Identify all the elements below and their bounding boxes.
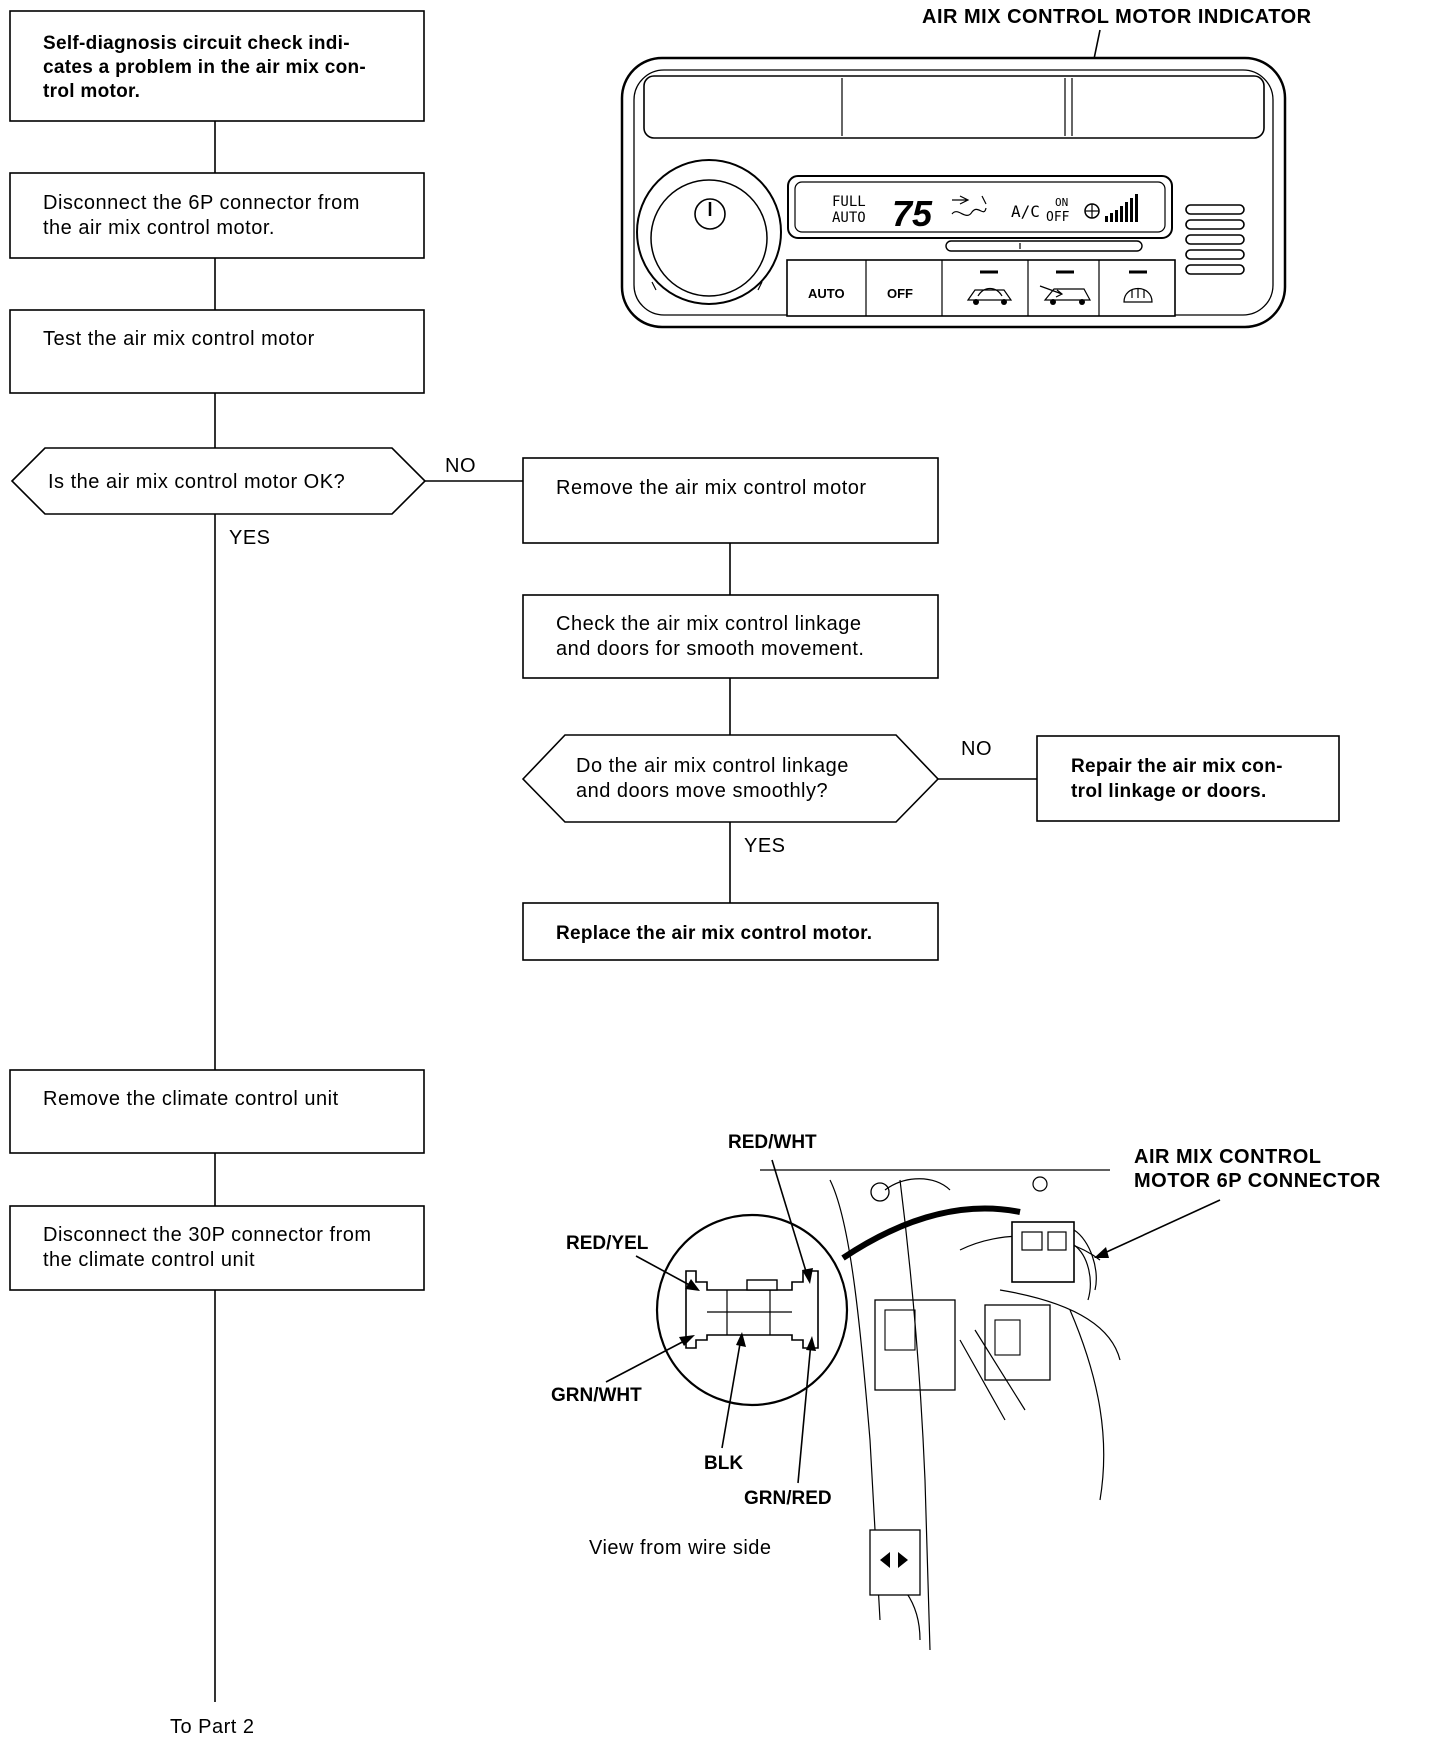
step-repair-linkage-box: Repair the air mix con- trol linkage or …	[1036, 735, 1340, 822]
label-no-1: NO	[445, 455, 476, 477]
connector-view-illustration: AIR MIX CONTROL MOTOR 6P CONNECTOR RED/W…	[551, 1132, 1381, 1651]
step-remove-motor-text: Remove the air mix control motor	[556, 477, 867, 499]
fan-icon	[1084, 203, 1100, 219]
decision-motor-ok-text: Is the air mix control motor OK?	[48, 471, 345, 493]
step-problem-line-1: Self-diagnosis circuit check indi-	[43, 33, 350, 54]
connector-view-caption: View from wire side	[589, 1537, 772, 1559]
panel-button-row: AUTO OFF	[786, 259, 1176, 317]
lcd-full: FULL	[832, 194, 866, 210]
defrost-icon	[1123, 270, 1153, 303]
step-problem-line-3: trol motor.	[43, 81, 140, 102]
flowchart-lines	[214, 121, 1037, 1702]
vent-louvers	[1185, 204, 1245, 275]
decision-linkage-line-2: and doors move smoothly?	[576, 780, 828, 802]
lcd-on: ON	[1055, 196, 1068, 209]
step-disconnect-6p-line-1: Disconnect the 6P connector from	[43, 192, 360, 214]
fresh-air-icon	[1039, 270, 1092, 305]
connector-callout-line-1: AIR MIX CONTROL	[1134, 1146, 1322, 1168]
decision-linkage: Do the air mix control linkage and doors…	[521, 734, 940, 823]
pin-label-grn-red: GRN/RED	[744, 1488, 832, 1509]
step-problem-box: Self-diagnosis circuit check indi- cates…	[9, 10, 425, 122]
connector-face-callout	[655, 1213, 849, 1407]
control-panel-illustration: AIR MIX CONTROL MOTOR INDICATOR FULL AUT…	[620, 6, 1312, 329]
label-no-2: NO	[961, 738, 992, 760]
step-disconnect-30p-line-2: the climate control unit	[43, 1249, 255, 1271]
mount-bracket	[869, 1529, 921, 1596]
recirculate-icon	[966, 270, 1013, 305]
label-yes-1: YES	[229, 527, 271, 549]
step-disconnect-30p-box: Disconnect the 30P connector from the cl…	[9, 1205, 425, 1291]
step-repair-linkage-line-1: Repair the air mix con-	[1071, 756, 1283, 777]
dashboard-area-drawing	[760, 1169, 1121, 1651]
to-part-label: To Part 2	[170, 1716, 255, 1738]
lcd-off: OFF	[1046, 210, 1070, 225]
step-check-linkage-line-2: and doors for smooth movement.	[556, 638, 864, 660]
decision-linkage-line-1: Do the air mix control linkage	[576, 755, 849, 777]
lcd-display: FULL AUTO 75 A/C ON OFF	[787, 175, 1173, 239]
lcd-auto: AUTO	[832, 210, 866, 226]
step-disconnect-6p-line-2: the air mix control motor.	[43, 217, 275, 239]
label-yes-2: YES	[744, 835, 786, 857]
step-disconnect-30p-line-1: Disconnect the 30P connector from	[43, 1224, 372, 1246]
control-panel-callout: AIR MIX CONTROL MOTOR INDICATOR	[922, 6, 1312, 28]
pin-label-red-wht: RED/WHT	[728, 1132, 817, 1153]
step-replace-motor-text: Replace the air mix control motor.	[556, 923, 872, 944]
step-repair-linkage-line-2: trol linkage or doors.	[1071, 781, 1267, 802]
vent-mode-icon	[951, 195, 987, 216]
lcd-ac: A/C	[1011, 202, 1040, 221]
step-problem-line-2: cates a problem in the air mix con-	[43, 57, 366, 78]
step-test-motor-text: Test the air mix control motor	[43, 328, 315, 350]
pin-label-blk: BLK	[704, 1453, 743, 1474]
fan-speed-bars	[1105, 194, 1138, 222]
temperature-knob	[636, 159, 782, 305]
step-remove-ccu-box: Remove the climate control unit	[9, 1069, 425, 1154]
panel-off-button: OFF	[887, 286, 913, 301]
step-disconnect-6p-box: Disconnect the 6P connector from the air…	[9, 172, 425, 259]
connector-callout-line-2: MOTOR 6P CONNECTOR	[1134, 1170, 1381, 1192]
step-test-motor-box: Test the air mix control motor	[9, 309, 425, 394]
connector-body	[1011, 1221, 1097, 1301]
step-replace-motor-box: Replace the air mix control motor.	[522, 902, 939, 961]
step-check-linkage-line-1: Check the air mix control linkage	[556, 613, 862, 635]
step-remove-ccu-text: Remove the climate control unit	[43, 1088, 339, 1110]
panel-auto-button: AUTO	[808, 286, 845, 301]
step-remove-motor-box: Remove the air mix control motor	[522, 457, 939, 544]
pin-label-grn-wht: GRN/WHT	[551, 1385, 642, 1406]
pin-label-red-yel: RED/YEL	[566, 1233, 649, 1254]
decision-motor-ok: Is the air mix control motor OK?	[10, 447, 427, 515]
lcd-temp: 75	[892, 193, 933, 234]
step-check-linkage-box: Check the air mix control linkage and do…	[522, 594, 939, 679]
